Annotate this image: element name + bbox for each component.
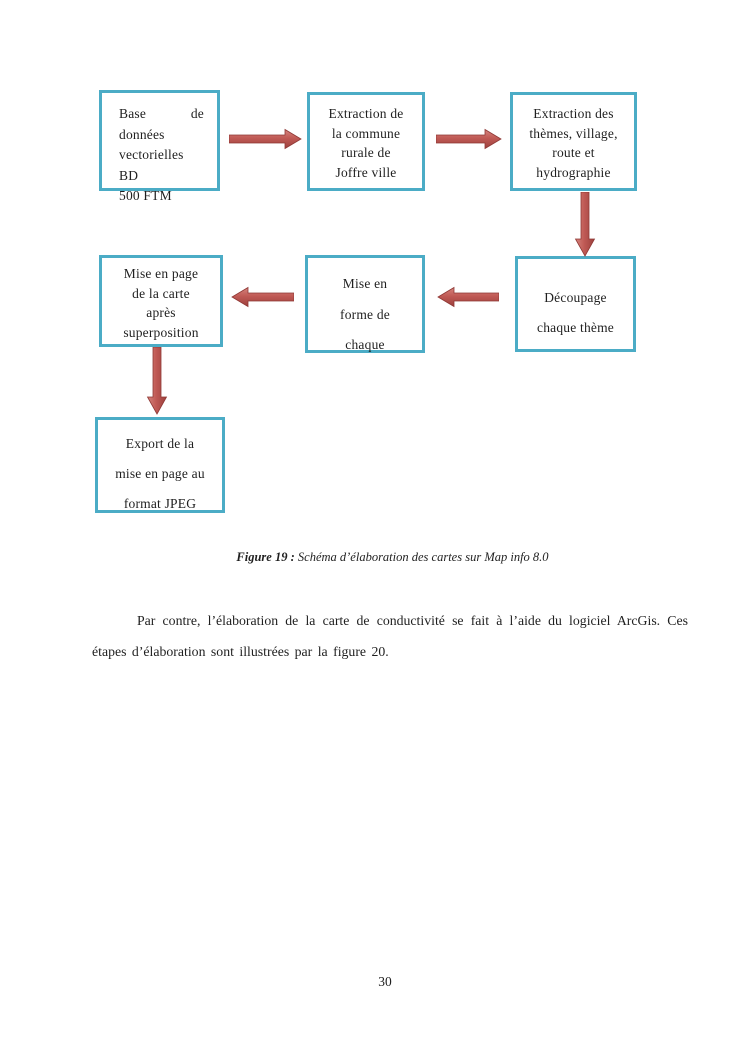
- box-line: rurale de: [341, 145, 391, 160]
- figure-caption: Figure 19 : Schéma d’élaboration des car…: [40, 550, 745, 565]
- flow-arrow-right-bd-to-extraction: [229, 128, 302, 150]
- box-line: thèmes, village,: [529, 125, 618, 141]
- flow-box-mise-en-forme: Mise en forme de chaque: [305, 255, 425, 353]
- flow-arrow-left-decoupage-to-forme: [437, 286, 499, 308]
- box-line: superposition: [123, 324, 199, 340]
- flow-box-mise-en-page: Mise en page de la carte après superposi…: [99, 255, 223, 347]
- figure-caption-label: Figure 19 :: [236, 550, 295, 564]
- box-line: de la carte: [132, 285, 190, 301]
- box-line: données: [119, 126, 165, 142]
- box-line: chaque: [345, 337, 385, 352]
- flow-box-extraction-commune: Extraction de la commune rurale de Joffr…: [307, 92, 425, 191]
- body-paragraph: Par contre, l’élaboration de la carte de…: [92, 612, 688, 659]
- flow-arrow-down-themes-to-decoupage: [574, 192, 596, 257]
- box-line: chaque thème: [537, 320, 614, 335]
- flow-arrow-right-extraction-to-themes: [436, 128, 502, 150]
- flow-arrow-left-forme-to-page: [231, 286, 294, 308]
- box-line: Base de: [119, 106, 204, 121]
- flow-box-extraction-themes: Extraction des thèmes, village, route et…: [510, 92, 637, 191]
- box-line: Export de la: [125, 436, 195, 451]
- box-line: format JPEG: [123, 496, 197, 511]
- box-line: Mise en: [342, 276, 388, 291]
- figure-caption-text: Schéma d’élaboration des cartes sur Map …: [294, 550, 549, 564]
- box-line: vectorielles BD: [119, 147, 184, 183]
- box-line: Mise en page: [123, 266, 199, 281]
- box-line: Joffre ville: [335, 164, 397, 180]
- box-line: route et: [552, 145, 595, 160]
- box-line: forme de: [340, 306, 390, 322]
- flow-arrow-down-page-to-export: [146, 347, 168, 415]
- box-line: Extraction de: [328, 106, 404, 121]
- page-number: 30: [378, 974, 392, 989]
- box-line: Extraction des: [533, 106, 614, 121]
- box-line: hydrographie: [536, 164, 611, 180]
- box-line: après: [146, 305, 176, 320]
- box-line: 500 FTM: [119, 188, 172, 203]
- box-line: la commune: [331, 125, 401, 141]
- box-line: mise en page au: [115, 466, 205, 481]
- flow-box-bd-source: Base de données vectorielles BD 500 FTM: [99, 90, 220, 203]
- flow-box-export-jpeg: Export de la mise en page au format JPEG: [95, 417, 225, 513]
- flow-box-decoupage: Découpage chaque thème: [515, 256, 636, 352]
- box-line: Découpage: [544, 290, 607, 305]
